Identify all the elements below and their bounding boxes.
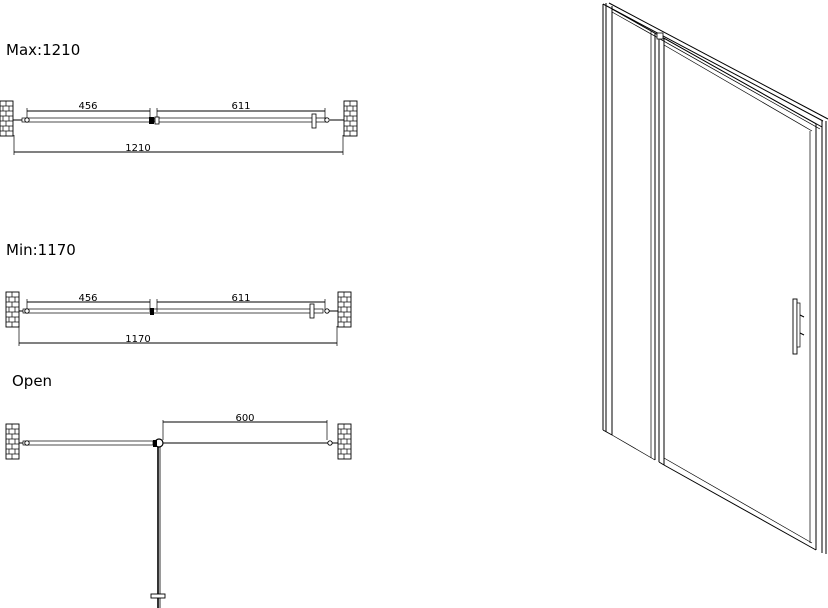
door-handle-plan xyxy=(309,303,315,319)
door-handle-plan xyxy=(311,113,317,129)
fixed-glass-panel xyxy=(22,440,154,446)
min-width-plan: Min:1170 456 611 1170 xyxy=(5,241,352,346)
open-door-plan: Open 600 xyxy=(5,372,352,608)
right-wall-brick xyxy=(337,291,352,328)
sliding-glass-panel xyxy=(152,308,324,314)
opening-dimension: 600 xyxy=(235,413,254,424)
door-handle xyxy=(792,298,798,355)
min-right-panel-dimension: 611 xyxy=(231,293,250,304)
left-wall-brick xyxy=(5,423,20,460)
door-handle-plan xyxy=(150,593,166,599)
max-total-dimension: 1210 xyxy=(125,143,150,154)
right-wall-brick xyxy=(337,423,352,460)
sliding-glass-panel xyxy=(153,117,327,123)
left-wall-brick xyxy=(5,291,20,328)
min-width-title: Min:1170 xyxy=(6,241,76,259)
min-left-panel-dimension: 456 xyxy=(78,293,97,304)
max-right-panel-dimension: 611 xyxy=(231,101,250,112)
max-width-plan: Max:1210 456 611 1210 xyxy=(0,41,358,155)
left-wall-brick xyxy=(0,100,14,137)
fixed-glass-panel xyxy=(22,308,152,314)
min-total-dimension: 1170 xyxy=(125,334,150,345)
open-title: Open xyxy=(12,372,52,390)
max-width-title: Max:1210 xyxy=(6,41,80,59)
right-wall-brick xyxy=(343,100,358,137)
max-left-panel-dimension: 456 xyxy=(78,101,97,112)
isometric-shower-door-view xyxy=(602,2,828,554)
fixed-glass-panel xyxy=(21,117,153,123)
